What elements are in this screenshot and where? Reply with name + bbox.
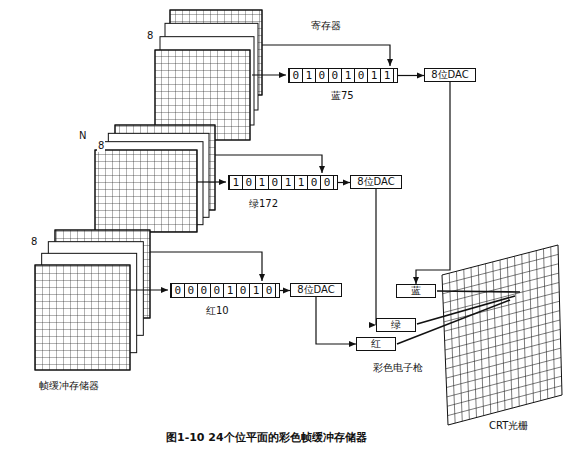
text-label: 红10 (205, 305, 230, 317)
text-label: 彩色电子枪 (372, 362, 424, 374)
text-label: 8 (146, 30, 154, 42)
text-label: 帧缓冲存储器 (38, 380, 100, 392)
dac-box: 8位DAC (290, 283, 342, 297)
electron-gun: 红 (356, 337, 396, 351)
register: 10101100 (228, 175, 338, 190)
bit-plane-grid (95, 150, 197, 232)
dac-box: 8位DAC (424, 68, 476, 82)
node-label: 红 (368, 338, 384, 350)
text-label: 8 (30, 236, 38, 248)
node-label: 蓝 (408, 285, 424, 297)
text-label: 寄存器 (310, 20, 342, 32)
text-label: 8 (97, 140, 105, 152)
crt-raster (442, 245, 562, 425)
signal-wire (338, 182, 350, 183)
text-label: 蓝75 (330, 90, 355, 102)
signal-wire (375, 189, 376, 325)
node-label: 绿 (388, 319, 404, 331)
figure-caption: 图1-10 24个位平面的彩色帧缓冲存储器 (165, 432, 368, 444)
bit-plane (95, 150, 197, 232)
dac-box: 8位DAC (350, 175, 402, 189)
node-label: 8位DAC (354, 176, 398, 188)
register: 00001010 (170, 283, 280, 298)
node-label: 8位DAC (428, 69, 472, 81)
signal-wire (280, 290, 290, 291)
register-bits: 10101100 (229, 176, 336, 189)
register: 01001011 (288, 68, 398, 83)
register-bits: 01001011 (289, 69, 396, 82)
electron-gun: 绿 (376, 318, 416, 332)
signal-wire (398, 75, 424, 76)
node-label: 8位DAC (294, 284, 338, 296)
text-label: N (78, 130, 87, 142)
bit-plane (35, 265, 130, 370)
bit-plane-grid (35, 265, 130, 370)
electron-gun: 蓝 (396, 284, 436, 298)
signal-wire (416, 82, 450, 284)
register-bits: 00001010 (171, 284, 278, 297)
signal-wire (316, 297, 356, 344)
text-label: 绿172 (248, 198, 279, 210)
text-label: CRT光栅 (488, 420, 529, 432)
